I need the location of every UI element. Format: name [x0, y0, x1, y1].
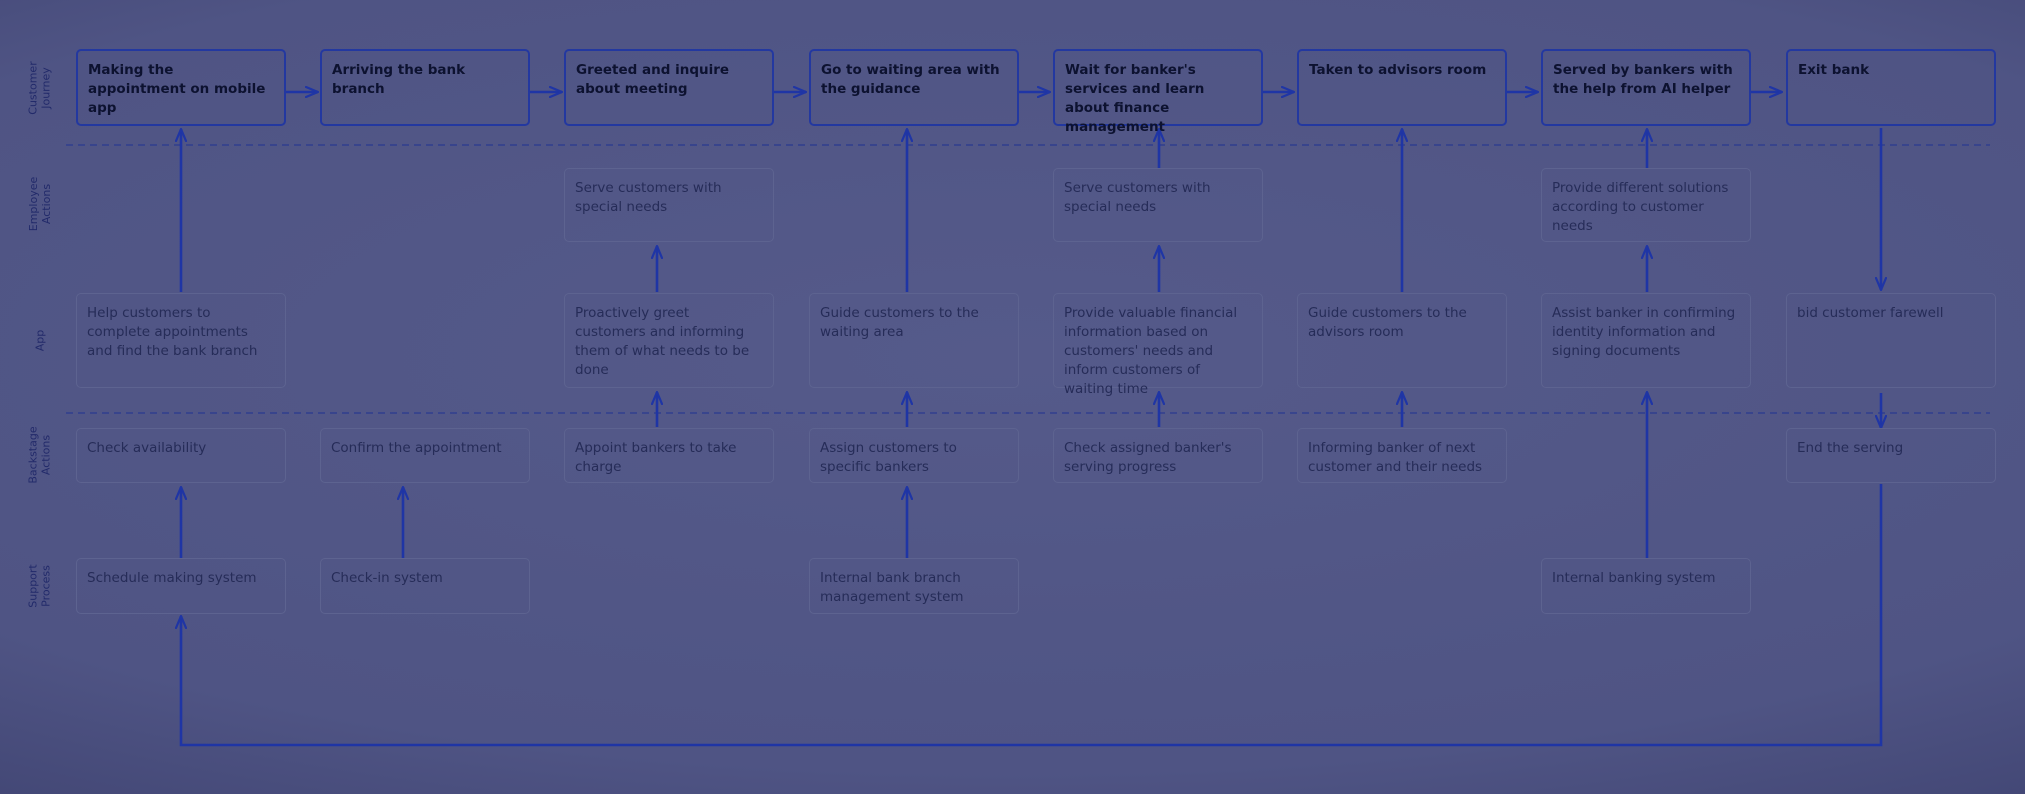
support-card-4: Internal bank branch management system [809, 558, 1019, 614]
backstage-card-8: End the serving [1786, 428, 1996, 483]
app-card-6: Guide customers to the advisors room [1297, 293, 1507, 388]
backstage-card-1: Check availability [76, 428, 286, 483]
journey-card-4: Go to waiting area with the guidance [809, 49, 1019, 126]
journey-card-2: Arriving the bank branch [320, 49, 530, 126]
app-card-7: Assist banker in confirming identity inf… [1541, 293, 1751, 388]
journey-card-6: Taken to advisors room [1297, 49, 1507, 126]
arrow-loop-back-to-schedule [181, 484, 1883, 747]
employee-action-card-7: Provide different solutions according to… [1541, 168, 1751, 242]
backstage-card-6: Informing banker of next customer and th… [1297, 428, 1507, 483]
journey-card-8: Exit bank [1786, 49, 1996, 126]
backstage-card-4: Assign customers to specific bankers [809, 428, 1019, 483]
support-card-7: Internal banking system [1541, 558, 1751, 614]
employee-action-card-5: Serve customers with special needs [1053, 168, 1263, 242]
employee-action-card-3: Serve customers with special needs [564, 168, 774, 242]
app-card-1: Help customers to complete appointments … [76, 293, 286, 388]
backstage-card-3: Appoint bankers to take charge [564, 428, 774, 483]
journey-card-5: Wait for banker's services and learn abo… [1053, 49, 1263, 135]
app-card-5: Provide valuable financial information b… [1053, 293, 1263, 397]
backstage-card-2: Confirm the appointment [320, 428, 530, 483]
journey-card-7: Served by bankers with the help from AI … [1541, 49, 1751, 126]
support-card-2: Check-in system [320, 558, 530, 614]
app-card-4: Guide customers to the waiting area [809, 293, 1019, 388]
app-card-3: Proactively greet customers and informin… [564, 293, 774, 388]
journey-card-1: Making the appointment on mobile app [76, 49, 286, 126]
backstage-card-5: Check assigned banker's serving progress [1053, 428, 1263, 483]
support-card-1: Schedule making system [76, 558, 286, 614]
app-card-8: bid customer farewell [1786, 293, 1996, 388]
journey-card-3: Greeted and inquire about meeting [564, 49, 774, 126]
